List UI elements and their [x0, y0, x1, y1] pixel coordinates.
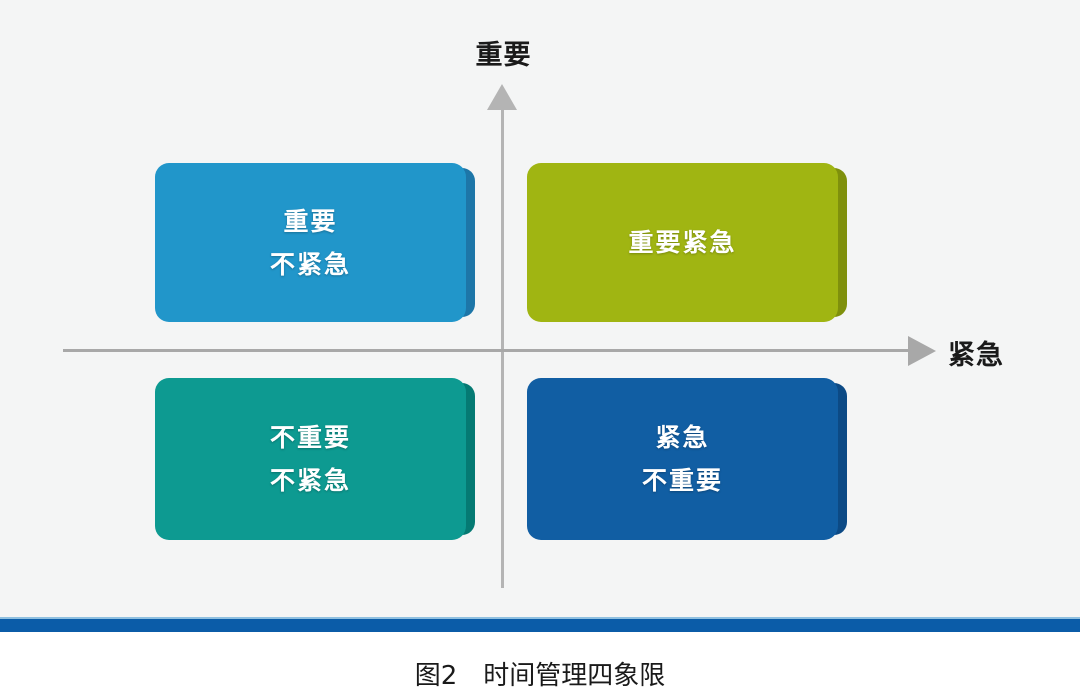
quadrant-face — [155, 163, 466, 322]
divider-bar — [0, 617, 1080, 634]
quadrant-label-line: 紧急 — [655, 423, 710, 452]
quadrant-label-group: 紧急 不重要 — [527, 416, 847, 502]
vertical-axis-line — [501, 96, 504, 588]
vertical-axis-label: 重要 — [475, 40, 532, 71]
horizontal-axis-label: 紧急 — [948, 340, 1004, 371]
arrow-right-icon — [908, 336, 936, 366]
quadrant-face — [527, 378, 838, 540]
quadrant-label-group: 重要 不紧急 — [155, 200, 475, 286]
quadrant-label-line: 重要 — [283, 206, 338, 236]
horizontal-axis-line — [63, 349, 925, 352]
quadrant-label-line: 不重要 — [269, 423, 351, 452]
figure-caption: 图2 时间管理四象限 — [414, 661, 666, 691]
quadrant-label-line: 重要紧急 — [628, 228, 737, 257]
quadrant-urgent-not-important[interactable]: 紧急 不重要 — [527, 378, 847, 540]
figure-canvas: 重要 紧急 重要 不紧急 重要紧急 不重要 不紧急 紧急 不重要 — [63, 40, 1004, 588]
quadrant-label-group: 重要紧急 — [527, 221, 847, 264]
quadrant-not-important-not-urgent[interactable]: 不重要 不紧急 — [155, 378, 475, 540]
quadrant-face — [527, 163, 838, 322]
footer-area — [0, 632, 1080, 699]
quadrant-label-line: 不紧急 — [269, 466, 351, 495]
quadrant-label-group: 不重要 不紧急 — [155, 416, 475, 502]
arrow-up-icon — [487, 84, 517, 110]
quadrant-important-urgent[interactable]: 重要紧急 — [527, 163, 847, 322]
quadrant-label-line: 不重要 — [641, 466, 723, 495]
quadrant-important-not-urgent[interactable]: 重要 不紧急 — [155, 163, 475, 322]
quadrant-face — [155, 378, 466, 540]
quadrant-label-line: 不紧急 — [269, 249, 351, 279]
